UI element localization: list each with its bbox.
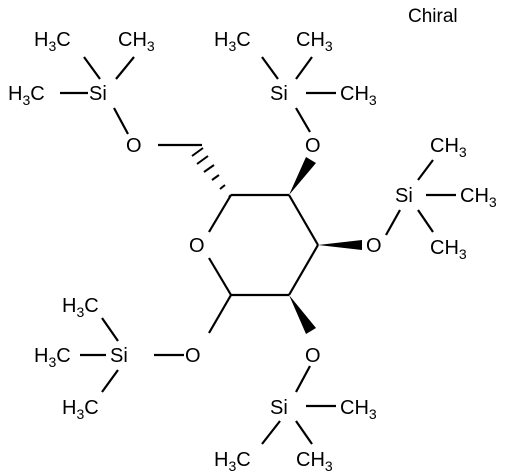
methyl-label: H3C — [34, 345, 71, 370]
bond-si1-me-a — [83, 56, 101, 80]
bond-oring-c5 — [208, 194, 232, 233]
oxygen-atom: O — [185, 345, 201, 367]
bond-si3-me-a — [417, 159, 434, 181]
methyl-label: CH3 — [296, 29, 333, 54]
silicon-atom: Si — [270, 83, 288, 105]
oxygen-atom: O — [366, 235, 382, 257]
bond-si5-me-b — [261, 420, 281, 445]
bond-o2-si5 — [295, 365, 311, 393]
silicon-atom: Si — [110, 345, 128, 367]
ring-oxygen-atom: O — [189, 235, 205, 257]
methyl-label: H3C — [34, 29, 71, 54]
chiral-label: Chiral — [408, 6, 458, 27]
bond-si4-me-c — [101, 369, 119, 393]
bond-o4-si2 — [295, 107, 311, 133]
bond-c3-o3-wedge — [318, 240, 362, 250]
oxygen-atom: O — [305, 345, 321, 367]
bond-c2-o2-wedge — [289, 295, 316, 334]
atom-label-layer: Chiral H3C CH3 H3C Si O H3C CH3 Si CH3 O… — [8, 6, 497, 474]
oxygen-atom: O — [126, 135, 142, 157]
bond-c1-oring — [208, 257, 232, 296]
bond-si1-me-b — [115, 56, 135, 80]
methyl-label: CH3 — [430, 135, 467, 160]
bond-c4-o4-wedge — [289, 157, 316, 195]
silicon-atom: Si — [395, 185, 413, 207]
methyl-label: H3C — [62, 295, 99, 320]
methyl-label: H3C — [214, 449, 251, 474]
bond-layer — [60, 56, 456, 445]
bond-o3-si3 — [385, 209, 401, 236]
bond-c4-c3 — [288, 194, 319, 246]
bond-c1-o1 — [208, 294, 232, 334]
bond-si3-me-c — [417, 209, 434, 233]
methyl-label: CH3 — [430, 237, 467, 262]
methyl-label: CH3 — [296, 449, 333, 474]
silicon-atom: Si — [89, 83, 107, 105]
bond-c5-c6-hashed — [191, 147, 232, 198]
methyl-label: H3C — [214, 29, 251, 54]
methyl-label: CH3 — [340, 83, 377, 108]
methyl-label: CH3 — [340, 397, 377, 422]
methyl-label: H3C — [62, 397, 99, 422]
methyl-label: CH3 — [118, 29, 155, 54]
silicon-atom: Si — [270, 397, 288, 419]
bond-si2-me-a — [261, 56, 279, 80]
bond-si4-me-a — [101, 317, 119, 342]
bond-si5-me-c — [295, 420, 313, 445]
oxygen-atom: O — [305, 135, 321, 157]
bond-si2-me-b — [295, 56, 313, 80]
bond-o6-si1 — [113, 107, 129, 135]
methyl-label: CH3 — [460, 185, 497, 210]
bond-c3-c2 — [288, 244, 319, 296]
methyl-label: H3C — [8, 83, 45, 108]
